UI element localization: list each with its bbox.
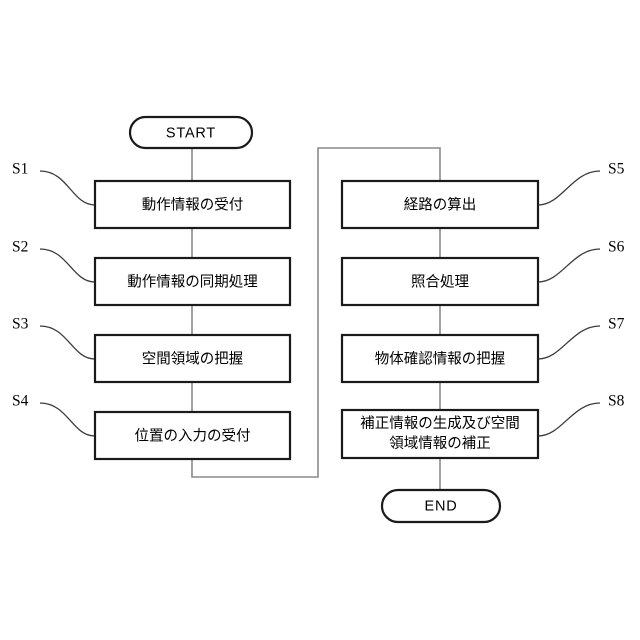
process-box-s3-label: 空間領域の把握	[142, 350, 244, 367]
process-box-s3-shape	[93, 333, 292, 384]
flow-connectors	[191, 147, 441, 490]
process-box-s4-label: 位置の入力の受付	[135, 427, 251, 444]
process-box-s2[interactable]: 動作情報の同期処理	[93, 256, 292, 307]
process-box-s8-label-line2: 領域情報の補正	[389, 435, 491, 452]
step-label-s7: S7	[608, 316, 625, 333]
process-box-s5-label: 経路の算出	[404, 196, 477, 213]
process-box-s1-shape	[93, 179, 292, 230]
process-box-s1-label: 動作情報の受付	[142, 196, 244, 213]
step-label-s5: S5	[608, 161, 625, 178]
process-box-s6-shape	[340, 256, 540, 307]
process-box-s4-shape	[93, 410, 292, 461]
process-box-s2-shape	[93, 256, 292, 307]
process-box-s5-shape	[340, 179, 540, 230]
terminal-start-shape	[128, 115, 254, 150]
leader-line-s7	[537, 325, 601, 360]
step-labels-left: S1 S2 S3 S4	[12, 161, 29, 410]
step-labels-right: S5 S6 S7 S8	[608, 161, 625, 410]
step-leader-lines	[39, 170, 601, 437]
leader-line-s5	[537, 170, 601, 206]
process-box-s6[interactable]: 照合処理	[340, 256, 540, 307]
terminal-end-shape	[380, 488, 502, 524]
step-label-s1: S1	[12, 161, 28, 178]
terminal-start-label: START	[166, 125, 216, 141]
step-label-s6: S6	[608, 239, 625, 256]
process-box-s6-label: 照合処理	[411, 273, 469, 290]
process-box-s5[interactable]: 経路の算出	[340, 179, 540, 230]
step-label-s8: S8	[608, 393, 625, 410]
leader-line-s8	[537, 402, 601, 437]
leader-line-s2	[39, 248, 96, 283]
process-box-s8-shape	[340, 408, 540, 460]
process-box-s3[interactable]: 空間領域の把握	[93, 333, 292, 384]
process-box-s7[interactable]: 物体確認情報の把握	[340, 333, 540, 384]
leader-line-s4	[39, 402, 96, 437]
step-label-s2: S2	[12, 239, 28, 256]
process-box-s8[interactable]: 補正情報の生成及び空間 領域情報の補正	[340, 408, 540, 460]
leader-line-s6	[537, 248, 601, 283]
step-label-s4: S4	[12, 393, 29, 410]
process-box-s7-shape	[340, 333, 540, 384]
connector-s4-to-s5-wrap	[191, 147, 441, 478]
terminal-end[interactable]: END	[380, 488, 502, 524]
process-box-s1[interactable]: 動作情報の受付	[93, 179, 292, 230]
leader-line-s3	[39, 325, 96, 360]
leader-line-s1	[39, 170, 96, 206]
process-box-s8-label-line1: 補正情報の生成及び空間	[360, 415, 520, 432]
process-box-s7-label: 物体確認情報の把握	[375, 350, 506, 367]
terminal-start[interactable]: START	[128, 115, 254, 150]
process-box-s2-label: 動作情報の同期処理	[127, 273, 258, 290]
terminal-end-label: END	[424, 498, 457, 514]
step-label-s3: S3	[12, 316, 29, 333]
process-box-s4[interactable]: 位置の入力の受付	[93, 410, 292, 461]
